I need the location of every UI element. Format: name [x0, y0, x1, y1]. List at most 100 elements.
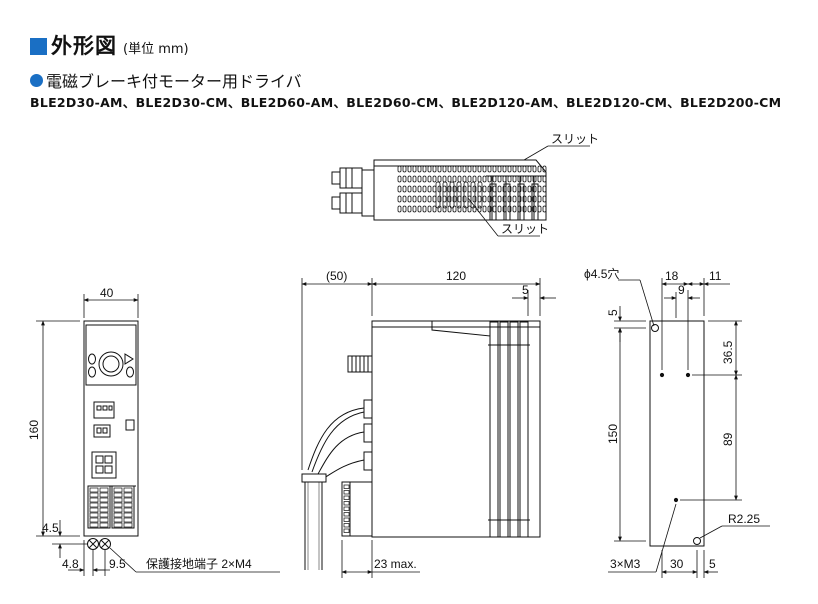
terminal-slot — [343, 490, 350, 495]
fin-dim: 5 — [522, 283, 529, 297]
slit — [407, 175, 412, 183]
slit — [432, 175, 437, 183]
slit — [527, 175, 532, 183]
slit — [482, 165, 487, 173]
terminal — [99, 497, 109, 503]
slit — [422, 195, 427, 203]
slit — [527, 205, 532, 213]
terminal-slot — [343, 484, 350, 489]
depth-dim: 120 — [446, 269, 466, 283]
page-title: 外形図 — [51, 34, 117, 58]
slit — [532, 195, 537, 203]
connector-depth-dim: 23 max. — [374, 557, 417, 571]
slit — [457, 205, 462, 213]
slit — [512, 185, 517, 193]
front-width-dim: 40 — [100, 286, 114, 300]
slit — [407, 195, 412, 203]
slit — [492, 185, 497, 193]
slit — [462, 205, 467, 213]
terminal — [113, 522, 123, 528]
slit — [537, 185, 542, 193]
slit — [467, 175, 472, 183]
slit — [537, 195, 542, 203]
rear-dim-5-top: 5 — [606, 309, 620, 316]
slit — [463, 181, 469, 209]
terminal — [99, 512, 109, 518]
slit — [507, 175, 512, 183]
slit — [512, 165, 517, 173]
slit — [402, 185, 407, 193]
rear-dim-89: 89 — [721, 432, 735, 446]
slit — [407, 205, 412, 213]
unit-label: (単位 mm) — [123, 42, 189, 57]
slit-pattern — [397, 165, 547, 213]
slit — [512, 175, 517, 183]
slit — [417, 205, 422, 213]
slit — [452, 205, 457, 213]
slit — [452, 185, 457, 193]
slit — [462, 185, 467, 193]
side-terminal-slots — [343, 484, 350, 533]
slit — [427, 185, 432, 193]
slit — [522, 175, 527, 183]
rear-view — [649, 320, 705, 547]
terminal — [113, 507, 123, 513]
slit — [417, 175, 422, 183]
slit — [422, 185, 427, 193]
slit — [532, 185, 537, 193]
slit — [542, 165, 547, 173]
slit — [542, 185, 547, 193]
terminal-slot — [343, 501, 350, 506]
slit — [542, 195, 547, 203]
terminal — [113, 517, 123, 523]
slit — [542, 205, 547, 213]
front-height-dim: 160 — [27, 420, 41, 440]
slit — [472, 185, 477, 193]
slit — [407, 185, 412, 193]
slit — [452, 165, 457, 173]
model-list: BLE2D30-AM、BLE2D30-CM、BLE2D60-AM、BLE2D60… — [30, 95, 782, 110]
slit — [517, 205, 522, 213]
slit — [422, 205, 427, 213]
slit — [517, 185, 522, 193]
terminal — [99, 507, 109, 513]
slit — [442, 181, 448, 209]
terminal — [99, 517, 109, 523]
slit — [447, 165, 452, 173]
slit — [532, 205, 537, 213]
slit — [402, 165, 407, 173]
slit — [517, 195, 522, 203]
terminal — [123, 512, 133, 518]
slit — [537, 205, 542, 213]
slit — [492, 175, 497, 183]
slit — [492, 205, 497, 213]
slit — [522, 185, 527, 193]
slit — [487, 175, 492, 183]
side-view-dims — [301, 278, 556, 578]
terminal — [113, 497, 123, 503]
slit — [477, 181, 483, 209]
slit — [397, 175, 402, 183]
slit — [437, 195, 442, 203]
terminal — [113, 487, 123, 493]
slit — [397, 195, 402, 203]
bullet-icon — [30, 73, 43, 87]
slit — [447, 195, 452, 203]
slit-label-top: スリット — [551, 132, 599, 146]
slit — [502, 185, 507, 193]
rear-dim-30: 30 — [670, 557, 684, 571]
slit — [402, 175, 407, 183]
terminal-slot — [343, 517, 350, 522]
slit — [470, 181, 476, 209]
terminal — [89, 502, 99, 508]
slit — [487, 185, 492, 193]
cable-length-dim: (50) — [326, 269, 347, 283]
terminal — [99, 502, 109, 508]
slit — [492, 165, 497, 173]
top-view — [331, 159, 547, 221]
slit — [437, 185, 442, 193]
slit — [467, 205, 472, 213]
slit — [497, 185, 502, 193]
terminal — [99, 492, 109, 498]
terminal — [99, 522, 109, 528]
